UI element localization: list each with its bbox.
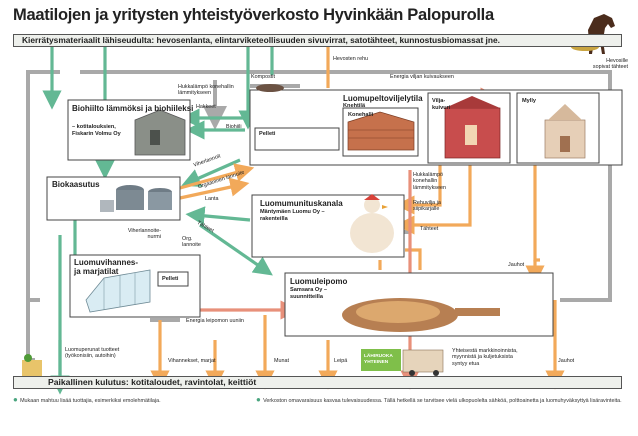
label-tahteet-right: Tähteet <box>420 226 439 232</box>
label-lanta: Lanta <box>205 196 219 202</box>
footnote-2: ● Verkoston omavaraisuus kasvaa tulevais… <box>256 395 622 405</box>
label-munat: Munat <box>274 358 289 364</box>
luomuleipomo-sub: Samsara Oy – suunnitteilla <box>290 287 328 300</box>
label-luomupelto-tuotteet: Luomuperunat tuotteet (työkonisiin, auto… <box>65 347 120 360</box>
label-leipa: Leipä <box>334 358 348 364</box>
hen-illustration <box>350 194 394 253</box>
luomuleipomo-title: Luomuleipomo <box>290 277 348 286</box>
machine-hall <box>347 111 415 151</box>
box-pelletti-top <box>254 127 340 151</box>
greenhouse <box>85 269 151 313</box>
label-hukkalampo2: Hukkalämpö konehallin lämmitykseen <box>413 172 446 191</box>
produce-sign <box>361 349 401 371</box>
label-jauhot-bottom: Jauhot <box>558 358 575 364</box>
box-pelletti-low <box>157 271 189 287</box>
biokaasu-title: Biokaasutus <box>52 180 100 189</box>
biohiilto-sub: – kotitalouksien, Fiskarin Volmu Oy <box>72 124 121 137</box>
luomumuna-sub: Mäntymäen Luomu Oy – rakenteilla <box>260 209 325 222</box>
biogas-tanks <box>100 185 172 212</box>
label-org-lannoite: Org. lannoite <box>182 236 201 249</box>
label-energia-leipomo: Energia leipomon uuniin <box>186 318 244 324</box>
luomupelto-sub: Knehtilä <box>343 103 366 109</box>
pelletti-low-title: Pelleti <box>162 276 179 282</box>
label-kompostit: Kompostit <box>251 74 275 80</box>
grain-dryer <box>444 96 501 159</box>
bread-peel <box>342 298 500 332</box>
page-title: Maatilojen ja yritysten yhteistyöverkost… <box>13 6 494 24</box>
label-hukkalampo1: Hukkalämpö konehallin lämmitykseen <box>178 84 234 97</box>
konehalli-title: Konehalli <box>348 112 374 118</box>
mill <box>544 104 586 159</box>
top-bar: Kierrätysmateriaalit lähiseudulta: hevos… <box>13 34 622 47</box>
bottom-bar: Paikallinen kulutus: kotitaloudet, ravin… <box>13 376 622 389</box>
yhteismyynti-sign: LÄHIRUOKA YHTEINEN <box>364 354 393 365</box>
biohiilto-title: Biohiilto lämmöksi ja biohiileksi <box>72 104 194 113</box>
label-hevosille: Hevosille sopivat tähteet <box>592 58 628 71</box>
viljakuivuri-title: Vilja-kuivuri <box>432 98 451 111</box>
label-energia-viljan: Energia viljan kuivaukseen <box>390 74 454 80</box>
footnote-1: ● Mukaan mahtuu lisää tuottajia, esimerk… <box>13 395 161 405</box>
label-biohiili: Biohiili <box>226 124 242 130</box>
biochar-shed <box>134 109 186 156</box>
label-yhteismyynti: Yhteisestä markkinoinnista, myynnistä ja… <box>452 348 518 367</box>
compost-heap <box>256 84 284 92</box>
label-jauhot-right: Jauhot <box>508 262 525 268</box>
label-hevosten-ruoka: Hevosten rehu <box>333 56 369 62</box>
label-vihannekset: Vihannekset, marjat <box>168 358 216 364</box>
label-rehuvilja: Rehuvilja ja siipikarjalle <box>413 200 441 213</box>
label-hakkeet: Hakkeet <box>196 104 216 110</box>
mylly-title: Mylly <box>522 98 536 104</box>
pelletti-top-title: Pelleti <box>259 131 276 137</box>
label-viherlannoite-bottom: Viherlannoite-nurmi <box>127 228 161 241</box>
luomupelto-title: Luomupeltoviljelytila <box>343 94 423 103</box>
luomuvihannes-title: Luomuvihannes- ja marjatilat <box>74 258 139 276</box>
delivery-van <box>402 349 444 376</box>
luomumuna-title: Luomumunituskanala <box>260 199 343 208</box>
